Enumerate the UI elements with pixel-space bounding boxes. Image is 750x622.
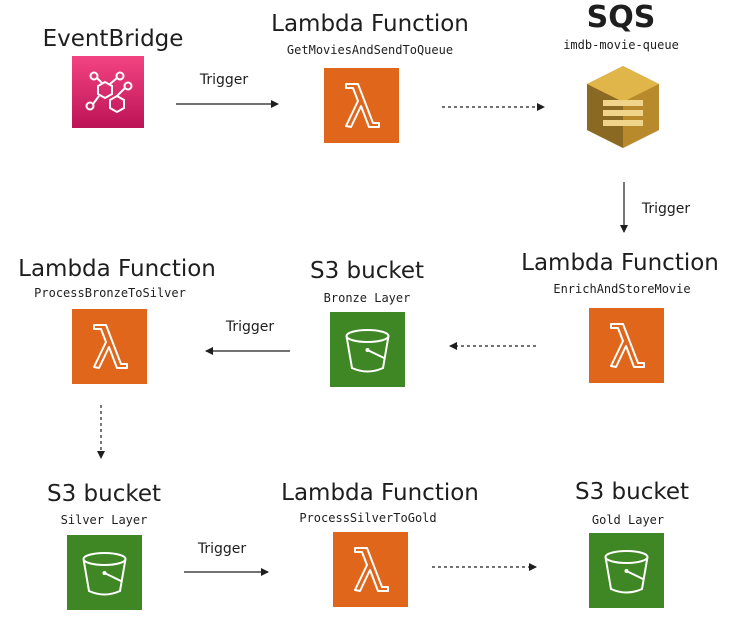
lambda-bronze-silver-node <box>72 309 147 388</box>
eventbridge-node <box>72 56 144 132</box>
sqs-title: SQS <box>586 0 656 35</box>
edge-label-sqs-trigger: Trigger <box>641 201 691 217</box>
s3-silver-node <box>67 535 142 614</box>
lambda-bronze-silver-title: Lambda Function <box>18 256 216 282</box>
s3-bronze-title: S3 bucket <box>309 258 425 284</box>
lambda-icon <box>72 309 147 384</box>
lambda-enrich-node <box>589 308 664 387</box>
s3-bucket-icon <box>67 535 142 610</box>
s3-bucket-icon <box>330 312 405 387</box>
lambda-icon <box>589 308 664 383</box>
sqs-subtitle: imdb-movie-queue <box>563 38 679 52</box>
sqs-node <box>585 64 661 154</box>
lambda-get-node <box>324 68 399 147</box>
s3-gold-subtitle: Gold Layer <box>591 513 665 527</box>
eventbridge-title: EventBridge <box>42 26 184 52</box>
lambda-bronze-silver-subtitle: ProcessBronzeToSilver <box>34 286 186 300</box>
edge-label-eventbridge-trigger: Trigger <box>199 72 249 88</box>
sqs-queue-icon <box>587 66 659 148</box>
s3-silver-subtitle: Silver Layer <box>60 513 148 527</box>
edge-label-bronze-trigger: Trigger <box>225 319 275 335</box>
s3-gold-title: S3 bucket <box>574 479 690 505</box>
edge-label-silver-trigger: Trigger <box>197 541 247 557</box>
s3-bronze-subtitle: Bronze Layer <box>323 291 411 305</box>
lambda-get-title: Lambda Function <box>271 11 469 37</box>
lambda-enrich-title: Lambda Function <box>521 250 719 276</box>
s3-bronze-node <box>330 312 405 391</box>
lambda-silver-gold-node <box>333 532 408 611</box>
s3-silver-title: S3 bucket <box>46 481 162 507</box>
lambda-enrich-subtitle: EnrichAndStoreMovie <box>553 282 691 296</box>
s3-gold-node <box>589 533 664 612</box>
lambda-silver-gold-subtitle: ProcessSilverToGold <box>299 511 437 525</box>
lambda-get-subtitle: GetMoviesAndSendToQueue <box>286 43 454 57</box>
lambda-icon <box>333 532 408 607</box>
lambda-silver-gold-title: Lambda Function <box>281 480 479 506</box>
s3-bucket-icon <box>589 533 664 608</box>
eventbridge-icon <box>72 56 144 128</box>
lambda-icon <box>324 68 399 143</box>
